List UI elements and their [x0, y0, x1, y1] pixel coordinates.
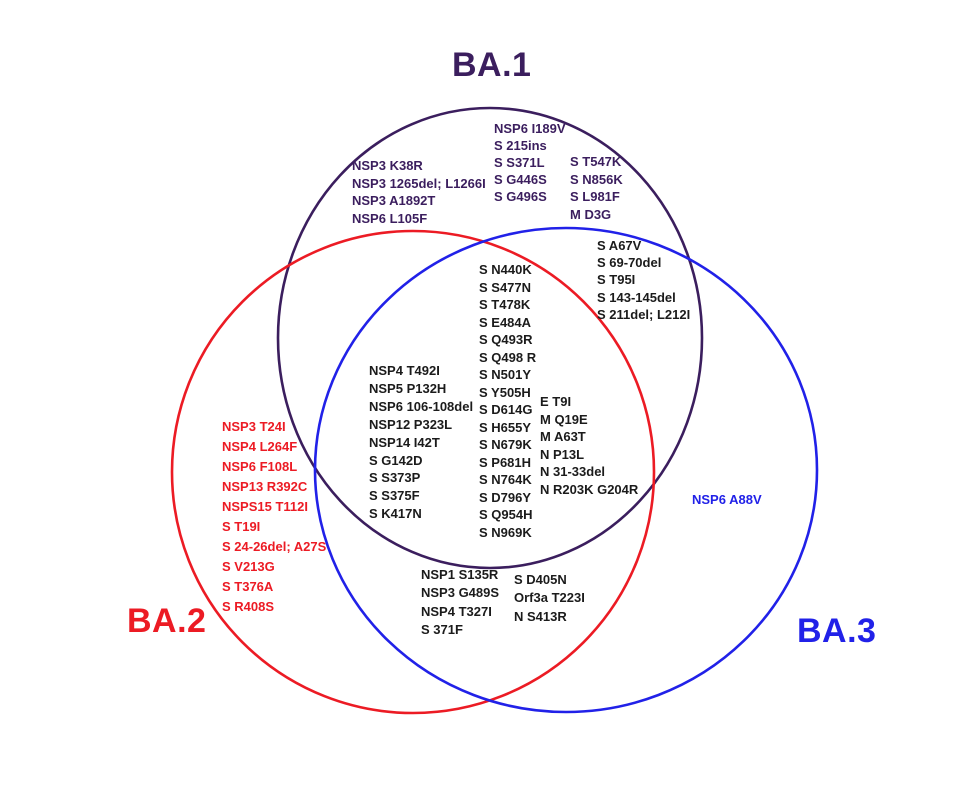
mutation-label: NSP3 T24I	[222, 419, 286, 434]
ba3-circle	[313, 226, 819, 714]
mutation-label: S N764K	[479, 472, 532, 487]
mutation-label: S R408S	[222, 599, 275, 614]
mutation-label: S A67V	[597, 238, 642, 253]
mutation-label: NSP6 A88V	[692, 492, 762, 507]
ba1-only-mutations-col1: NSP3 K38R NSP3 1265del; L1266I NSP3 A1892T…	[352, 157, 486, 227]
mutation-label: S Y505H	[479, 384, 531, 400]
mutation-label: NSP4 L264F	[222, 439, 298, 454]
mutation-label: S T478K	[479, 297, 531, 312]
mutation-label: S H655Y	[479, 419, 532, 435]
mutation-label: S P681H	[479, 454, 532, 470]
mutation-label: NSP6 I189V	[494, 121, 566, 136]
mutation-label: S T19I	[222, 519, 261, 534]
mutation-label: S S375F	[369, 488, 420, 504]
mutation-label: NSP3 K38R	[352, 158, 423, 173]
mutation-label: S 143-145del	[597, 289, 676, 305]
mutation-label: S N969K	[479, 524, 532, 540]
mutation-label: S 211del; L212I	[597, 306, 691, 322]
mutation-label: S K417N	[369, 506, 422, 522]
mutation-label: M A63T	[540, 429, 586, 444]
mutation-label: M Q19E	[540, 411, 588, 427]
mutation-label: S 69-70del	[597, 255, 662, 271]
mutation-label: S N440K	[479, 262, 532, 277]
mutation-label: S G446S	[494, 172, 547, 187]
mutation-label: S Q493R	[479, 332, 533, 347]
mutation-label: N P13L	[540, 446, 585, 462]
mutation-label: NSP3 A1892T	[352, 193, 436, 208]
mutation-label: NSP14 I42T	[369, 434, 440, 450]
mutation-label: E T9I	[540, 394, 572, 409]
mutation-label: S D405N	[514, 572, 567, 587]
mutation-label: NSP13 R392C	[222, 479, 308, 494]
mutation-label: S T376A	[222, 579, 274, 594]
mutation-label: S N679K	[479, 437, 532, 452]
mutation-label: NSP6 106-108del	[369, 398, 474, 414]
mutation-label: S D796Y	[479, 489, 532, 505]
mutation-label: S 371F	[421, 622, 463, 638]
ba2-circle	[170, 229, 656, 715]
ba2-set-label: BA.2	[127, 602, 207, 640]
mutation-label: N 31-33del	[540, 464, 606, 479]
mutation-label: S N501Y	[479, 367, 532, 382]
mutation-label: S G142D	[369, 452, 423, 468]
mutation-label: NSP1 S135R	[421, 567, 499, 582]
mutation-label: S T547K	[570, 154, 622, 169]
core-shared-mutations-col3: E T9I M Q19E M A63T N P13L N 31-33del N R203K…	[540, 393, 638, 498]
ba1-set-label: BA.1	[452, 46, 532, 84]
core-shared-mutations-col2: S N440K S S477N S T478K S E484A S Q493R S Q49…	[479, 261, 536, 541]
ba2-only-mutations: NSP3 T24I NSP4 L264F NSP6 F108L NSP13 R392C…	[222, 417, 326, 617]
mutation-label: NSP4 T492I	[369, 363, 440, 378]
ba2-ba3-shared-mutations-col2: S D405N Orf3a T223I N S413R	[514, 571, 585, 626]
ba1-circle	[276, 106, 704, 570]
mutation-label: S Q498 R	[479, 349, 537, 365]
mutation-label: NSP4 T327I	[421, 603, 492, 619]
mutation-label: S N856K	[570, 171, 623, 187]
mutation-label: NSP6 L105F	[352, 210, 428, 226]
mutation-label: S Q954H	[479, 507, 533, 522]
mutation-label: N R203K G204R	[540, 481, 639, 497]
mutation-label: NSPS15 T112I	[222, 499, 308, 514]
ba1-only-mutations-col3: S T547K S N856K S L981F M D3G	[570, 153, 623, 223]
mutation-label: NSP12 P323L	[369, 416, 453, 432]
mutation-label: S D614G	[479, 402, 533, 417]
mutation-label: S S371L	[494, 155, 545, 170]
mutation-label: NSP5 P132H	[369, 380, 447, 396]
mutation-label: M D3G	[570, 206, 612, 222]
ba3-set-label: BA.3	[797, 612, 877, 650]
mutation-label: S 24-26del; A27S	[222, 539, 327, 554]
mutation-label: S S477N	[479, 279, 532, 295]
mutation-label: S S373P	[369, 470, 421, 486]
mutation-label: NSP3 G489S	[421, 585, 500, 601]
mutation-label: S V213G	[222, 559, 275, 574]
mutation-label: S T95I	[597, 272, 636, 288]
mutation-label: S 215ins	[494, 138, 547, 153]
mutation-label: Orf3a T223I	[514, 590, 585, 606]
ba2-ba3-shared-mutations-col1: NSP1 S135R NSP3 G489S NSP4 T327I S 371F	[421, 566, 499, 640]
ba3-only-mutations: NSP6 A88V	[692, 491, 762, 508]
mutation-label: S E484A	[479, 314, 532, 330]
mutation-label: NSP3 1265del; L1266I	[352, 175, 486, 191]
ba1-only-mutations-col2: NSP6 I189V S 215ins S S371L S G446S S G496S	[494, 120, 566, 205]
mutation-label: S G496S	[494, 189, 547, 204]
mutation-label: S L981F	[570, 189, 620, 204]
mutation-label: NSP6 F108L	[222, 459, 298, 474]
mutation-label: N S413R	[514, 608, 567, 624]
